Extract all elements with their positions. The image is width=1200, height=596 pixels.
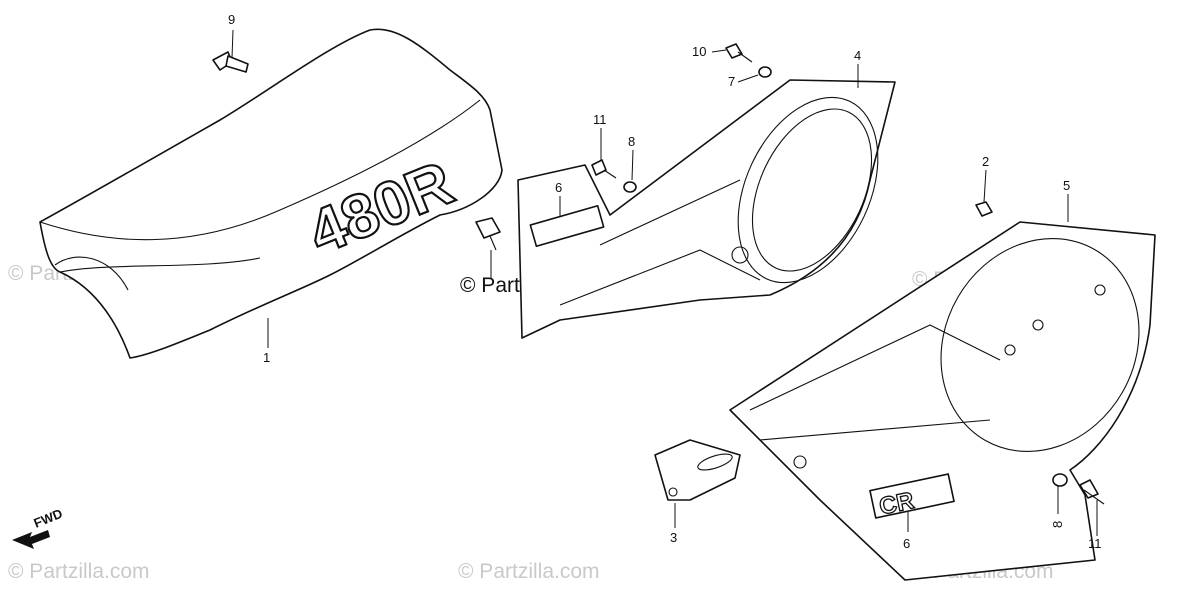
- watermark: © Partzilla.com: [8, 560, 150, 583]
- callout-4: 4: [854, 48, 861, 63]
- bolt-9: [212, 51, 249, 73]
- bracket-3: [654, 439, 741, 501]
- watermark: © Partzilla.com: [458, 560, 600, 583]
- callout-5: 5: [1063, 178, 1070, 193]
- callout-11: 11: [593, 112, 607, 127]
- hardware-4: [475, 43, 772, 251]
- nut-2: [975, 201, 993, 217]
- callout-10: 10: [692, 44, 706, 59]
- callout-1: 1: [263, 350, 270, 365]
- callout-7: 7: [728, 74, 735, 89]
- callout-6: 6: [555, 180, 562, 195]
- decal-6a: [529, 204, 605, 248]
- bolt-11b: [1079, 479, 1105, 505]
- side-cover-right: CR: [729, 221, 1156, 581]
- callout-2: 2: [982, 154, 989, 169]
- washer-8b: [1052, 473, 1068, 487]
- fwd-label: FWD: [32, 506, 65, 531]
- fwd-arrow: [12, 530, 50, 549]
- callout-8: 8: [1050, 521, 1065, 528]
- callout-6: 6: [903, 536, 910, 551]
- callout-3: 3: [670, 530, 677, 545]
- seat: 480R: [39, 28, 503, 359]
- callout-11: 11: [1088, 536, 1102, 551]
- side-cover-left: [517, 79, 896, 339]
- callout-8: 8: [628, 134, 635, 149]
- callout-9: 9: [228, 12, 235, 27]
- leader-lines: [231, 29, 1098, 536]
